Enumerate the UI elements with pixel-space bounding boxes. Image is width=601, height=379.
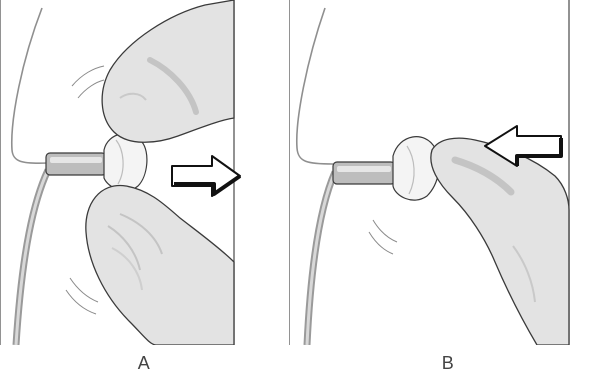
panel-b-illustration: [289, 0, 579, 345]
motion-line-4: [70, 278, 98, 302]
diagram-panel-b: [289, 0, 579, 345]
tube: [307, 172, 335, 345]
wire: [297, 8, 333, 164]
panel-b-caption: B: [428, 353, 468, 374]
motion-line-3: [66, 290, 96, 314]
arrow-right-icon: [166, 152, 246, 202]
panel-a-caption: A: [124, 353, 164, 374]
receiver-body: [46, 153, 106, 175]
receiver-highlight: [50, 157, 102, 163]
wire: [12, 8, 48, 163]
glove-thumb-lower: [86, 186, 234, 345]
diagram-panel-a: [0, 0, 290, 345]
receiver-body: [333, 162, 395, 184]
motion-line-2: [78, 80, 104, 98]
arrow-left-icon: [477, 122, 567, 172]
panel-a-illustration: [0, 0, 290, 345]
motion-line-1: [72, 66, 104, 86]
motion-line-1: [373, 220, 397, 242]
tube: [16, 170, 48, 345]
motion-line-2: [369, 232, 393, 254]
receiver-highlight: [337, 166, 391, 172]
